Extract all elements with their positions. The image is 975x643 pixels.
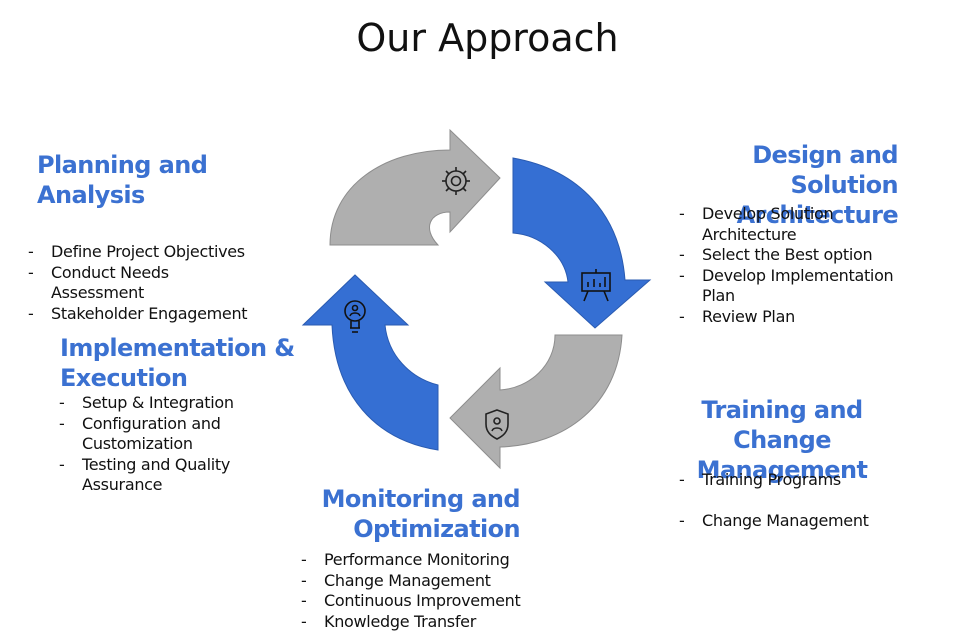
monitoring-title: Monitoring and Optimization [320, 484, 521, 544]
list-item: Configuration and Customization [59, 414, 259, 455]
implementation-title: Implementation & Execution [60, 333, 295, 393]
list-item: Develop Implementation Plan [679, 266, 909, 307]
lightbulb-icon [344, 300, 366, 333]
cycle-arrow-training [449, 334, 623, 470]
list-item: Review Plan [679, 307, 909, 328]
monitoring-title-line: Optimization [353, 515, 520, 543]
planning-title-line: Analysis [37, 181, 145, 209]
training-title-line: Training and Change [701, 396, 863, 454]
list-item: Knowledge Transfer [301, 612, 541, 633]
list-item: Stakeholder Engagement [28, 304, 263, 325]
monitoring-title-line: Monitoring and [321, 485, 521, 513]
page-title: Our Approach [356, 16, 619, 60]
implementation-list: Setup & Integration Configuration and Cu… [59, 393, 259, 496]
cycle-diagram [301, 128, 652, 470]
planning-title: Planning and Analysis [37, 150, 208, 210]
list-item: Testing and Quality Assurance [59, 455, 259, 496]
cycle-arrow-design [512, 157, 652, 329]
training-list: Training Programs Change Management [679, 470, 909, 551]
list-item: Conduct Needs Assessment [28, 263, 263, 304]
list-item: Continuous Improvement [301, 591, 541, 612]
design-title-line: Design and Solution [752, 141, 898, 199]
list-item: Change Management [679, 511, 909, 532]
design-list: Develop Solution Architecture Select the… [679, 204, 909, 327]
implementation-title-line: Implementation & [60, 334, 295, 362]
planning-list: Define Project Objectives Conduct Needs … [28, 242, 263, 324]
list-item: Select the Best option [679, 245, 909, 266]
shield-user-icon [485, 409, 509, 440]
presentation-chart-icon [581, 269, 611, 302]
list-item: Performance Monitoring [301, 550, 541, 571]
implementation-title-line: Execution [60, 364, 188, 392]
list-item: Develop Solution Architecture [679, 204, 909, 245]
list-item: Setup & Integration [59, 393, 259, 414]
list-item: Training Programs [679, 470, 909, 491]
monitoring-list: Performance Monitoring Change Management… [301, 550, 541, 632]
cycle-arrow-implementation [301, 274, 439, 451]
list-item: Change Management [301, 571, 541, 592]
planning-title-line: Planning and [37, 151, 208, 179]
cycle-arrow-planning [329, 128, 501, 246]
list-item: Define Project Objectives [28, 242, 263, 263]
gear-icon [442, 167, 470, 195]
